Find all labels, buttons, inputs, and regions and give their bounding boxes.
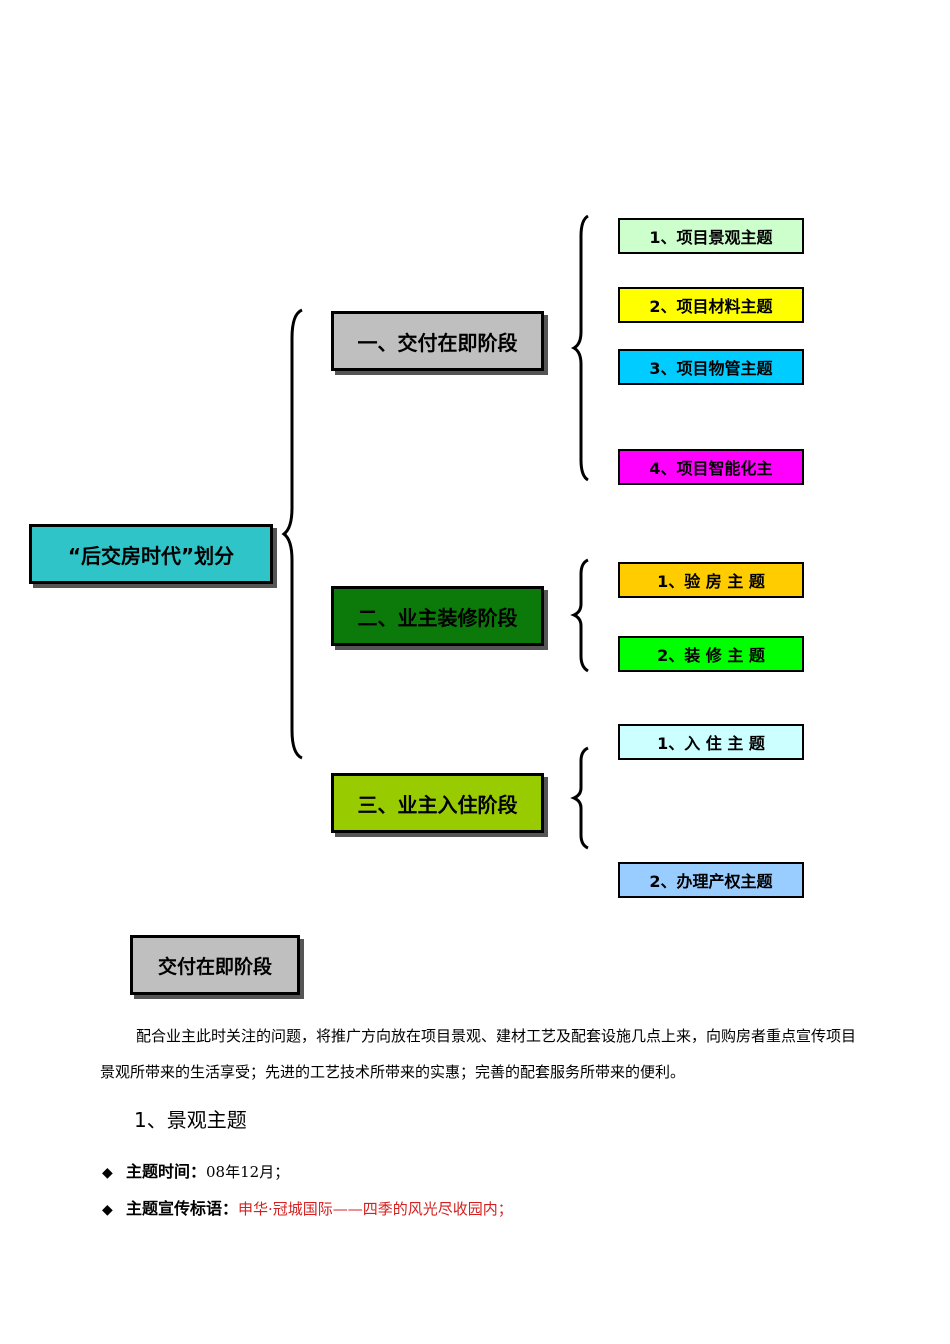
- bullet-label: 主题时间：: [126, 1162, 207, 1181]
- stage-1-delivery: 一、交付在即阶段: [331, 311, 544, 371]
- brace-stage-3: [570, 746, 589, 850]
- stage-2-label: 二、业主装修阶段: [357, 605, 518, 630]
- topic-property-management: 3、项目物管主题: [618, 349, 804, 385]
- stage-2-decoration: 二、业主装修阶段: [331, 586, 544, 646]
- section-title: 交付在即阶段: [130, 935, 300, 995]
- stage-1-label: 一、交付在即阶段: [357, 330, 518, 355]
- bullet-value: 08年12月；: [206, 1163, 290, 1181]
- topic-inspection: 1、验 房 主 题: [618, 562, 804, 598]
- topic-label: 1、验 房 主 题: [657, 572, 765, 591]
- topic-smart-home: 4、项目智能化主: [618, 449, 804, 485]
- topic-property-rights: 2、办理产权主题: [618, 862, 804, 898]
- topic-label: 1、入 住 主 题: [657, 734, 765, 753]
- topic-label: 2、项目材料主题: [649, 297, 773, 316]
- bullet-label: 主题宣传标语：: [126, 1199, 239, 1218]
- topic-label: 2、办理产权主题: [649, 872, 773, 891]
- brace-stage-2: [570, 558, 589, 673]
- topic-landscape: 1、项目景观主题: [618, 218, 804, 254]
- diamond-bullet-icon: ◆: [102, 1202, 113, 1218]
- bullet-value-slogan: 申华·冠城国际——四季的风光尽收园内；: [238, 1200, 513, 1218]
- stage-3-label: 三、业主入住阶段: [357, 792, 518, 817]
- topic-label: 1、项目景观主题: [649, 228, 773, 247]
- topic-move-in: 1、入 住 主 题: [618, 724, 804, 760]
- root-node-label: “后交房时代”划分: [67, 543, 235, 568]
- bullet-theme-time: ◆ 主题时间：08年12月；: [102, 1158, 289, 1182]
- topic-label: 3、项目物管主题: [649, 359, 773, 378]
- topic-label: 2、装 修 主 题: [657, 646, 765, 665]
- section-title-label: 交付在即阶段: [157, 955, 272, 978]
- intro-paragraph: 配合业主此时关注的问题，将推广方向放在项目景观、建材工艺及配套设施几点上来，向购…: [100, 1027, 857, 1081]
- brace-stage-1: [570, 214, 589, 482]
- topic-materials: 2、项目材料主题: [618, 287, 804, 323]
- topic-label: 4、项目智能化主: [649, 459, 773, 478]
- landscape-heading: 1、景观主题: [134, 1108, 247, 1132]
- bullet-theme-slogan: ◆ 主题宣传标语：申华·冠城国际——四季的风光尽收园内；: [102, 1195, 513, 1219]
- stage-3-move-in: 三、业主入住阶段: [331, 773, 544, 833]
- topic-decoration: 2、装 修 主 题: [618, 636, 804, 672]
- brace-root: [281, 308, 303, 760]
- diamond-bullet-icon: ◆: [102, 1165, 113, 1181]
- root-node: “后交房时代”划分: [29, 524, 273, 584]
